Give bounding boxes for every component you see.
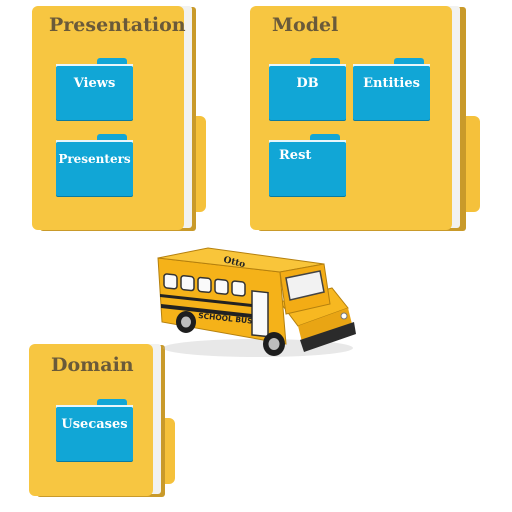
bus-window: [197, 276, 212, 294]
db-subfolder-tab: [310, 58, 340, 66]
rest-subfolder: Rest: [269, 134, 346, 196]
presenters-subfolder-paper: [56, 140, 133, 143]
rest-subfolder-tab: [310, 134, 340, 142]
views-subfolder-paper: [56, 64, 133, 67]
bus-door: [251, 290, 269, 338]
views-subfolder-body: [56, 66, 133, 120]
presenters-label: Presenters: [58, 152, 131, 166]
usecases-subfolder-tab: [97, 399, 127, 407]
presentation-folder: Presentation Views Presenters: [32, 6, 208, 232]
usecases-subfolder-body: [56, 407, 133, 461]
domain-folder-title: Domain: [51, 354, 134, 376]
presenters-subfolder-body: [56, 142, 133, 196]
entities-subfolder: Entities: [353, 58, 430, 120]
bus-headlight: [340, 312, 348, 320]
entities-label: Entities: [363, 76, 420, 91]
bus-window: [214, 278, 229, 295]
views-label: Views: [73, 76, 116, 91]
domain-folder: Domain Usecases: [29, 344, 179, 498]
bus-front-wheel: [263, 332, 285, 356]
presenters-subfolder-tab: [97, 134, 127, 142]
model-folder-title: Model: [272, 14, 339, 36]
db-label: DB: [296, 76, 319, 91]
school-bus-illustration: SCHOOL BUS Otto: [157, 247, 356, 357]
bus-side-windows: [163, 273, 246, 297]
entities-subfolder-body: [353, 66, 430, 120]
bus-stripe-top: [160, 294, 252, 307]
bus-window: [163, 273, 178, 290]
presenters-subfolder: Presenters: [56, 134, 133, 196]
bus-bumper: [300, 322, 356, 352]
usecases-subfolder: Usecases: [56, 399, 133, 461]
bus-window: [180, 275, 195, 292]
rest-subfolder-body: [269, 142, 346, 196]
model-folder: Model DB Entities Rest: [250, 6, 482, 232]
bus-window: [231, 280, 246, 297]
db-subfolder-paper: [269, 64, 346, 67]
presentation-folder-title: Presentation: [49, 14, 186, 36]
entities-subfolder-paper: [353, 64, 430, 67]
usecases-label: Usecases: [61, 417, 128, 432]
rest-subfolder-paper: [269, 140, 346, 143]
rest-label: Rest: [279, 148, 312, 163]
views-subfolder-tab: [97, 58, 127, 66]
db-subfolder: DB: [269, 58, 346, 120]
views-subfolder: Views: [56, 58, 133, 120]
entities-subfolder-tab: [394, 58, 424, 66]
bus-stripe-bottom: [161, 304, 252, 318]
usecases-subfolder-paper: [56, 405, 133, 408]
db-subfolder-body: [269, 66, 346, 120]
bus-windshield: [285, 270, 325, 301]
bus-rear-wheel: [176, 311, 196, 333]
bus-hood-front: [298, 308, 352, 342]
